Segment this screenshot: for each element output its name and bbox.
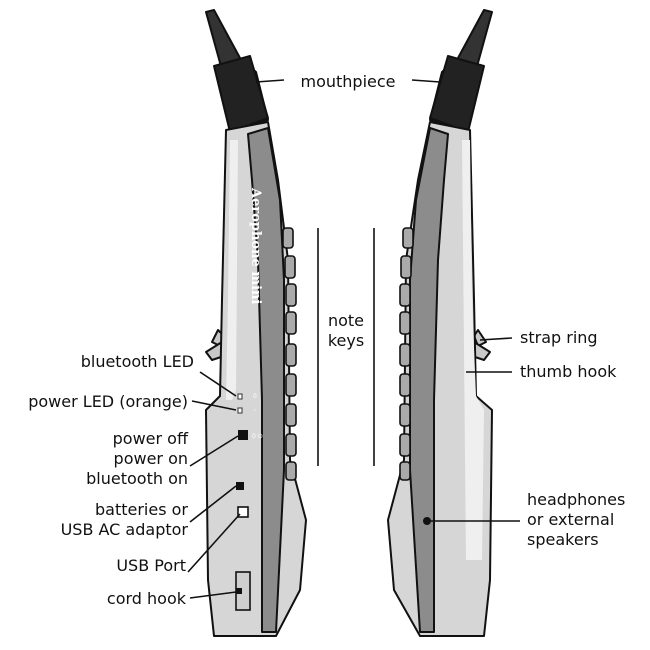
label-battery-switch-line2: USB AC adaptor [61, 520, 189, 539]
label-thumb-hook: thumb hook [520, 362, 617, 381]
battery-switch [236, 482, 244, 490]
note-key [285, 433, 297, 457]
label-usb-port: USB Port [116, 556, 186, 575]
cord-hook-notch [236, 588, 242, 594]
label-power-switch-line2: power on [114, 449, 188, 468]
label-note-keys-line2: keys [328, 331, 364, 350]
label-power-led: power LED (orange) [28, 392, 188, 411]
labels: mouthpiece note keys strap ring thumb ho… [28, 72, 625, 608]
note-key [285, 461, 297, 481]
mouthpiece-band-back [429, 55, 485, 133]
label-headphones-line2: or external [527, 510, 614, 529]
brand-name: Aerophone mini [248, 187, 263, 304]
note-key [285, 373, 297, 397]
label-headphones-line3: speakers [527, 530, 599, 549]
body-highlight-front [226, 140, 238, 400]
note-keys-front [282, 227, 297, 481]
headphone-jack [423, 517, 431, 525]
usb-port [237, 506, 249, 518]
center-panel-back [409, 127, 449, 633]
label-headphones-line1: headphones [527, 490, 625, 509]
note-key [399, 311, 411, 335]
power-led [237, 407, 243, 414]
note-key [285, 403, 297, 427]
note-key [400, 255, 412, 279]
note-keys-back [399, 227, 414, 481]
label-power-switch-line1: power off [113, 429, 189, 448]
center-panel-front [247, 127, 285, 633]
note-key [282, 227, 294, 249]
bluetooth-led [237, 393, 243, 400]
label-battery-switch-line1: batteries or [95, 500, 188, 519]
label-bluetooth-led: bluetooth LED [81, 352, 194, 371]
led-marking-2: ◦ [253, 407, 257, 414]
note-key [284, 255, 296, 279]
body-highlight-back [462, 140, 484, 560]
note-key [399, 373, 411, 397]
label-cord-hook: cord hook [107, 589, 187, 608]
label-mouthpiece: mouthpiece [300, 72, 395, 91]
label-power-switch-line3: bluetooth on [86, 469, 188, 488]
note-key [399, 461, 411, 481]
note-key [402, 227, 414, 249]
power-switch [238, 430, 248, 440]
mouthpiece-band-front [213, 55, 269, 133]
callout-lines [187, 79, 520, 599]
label-strap-ring: strap ring [520, 328, 598, 347]
note-key [399, 433, 411, 457]
note-key [285, 311, 297, 335]
note-key [399, 403, 411, 427]
note-key [285, 343, 297, 367]
instrument-front-view: Aerophone mini 0 ◦ 0 ⏻ [205, 9, 307, 637]
instrument-back-view [387, 9, 493, 637]
led-marking-1: 0 [253, 393, 257, 400]
note-key [399, 283, 411, 307]
note-key [285, 283, 297, 307]
label-note-keys-line1: note [328, 311, 364, 330]
note-key [399, 343, 411, 367]
switch-marking: 0 ⏻ [252, 433, 263, 440]
